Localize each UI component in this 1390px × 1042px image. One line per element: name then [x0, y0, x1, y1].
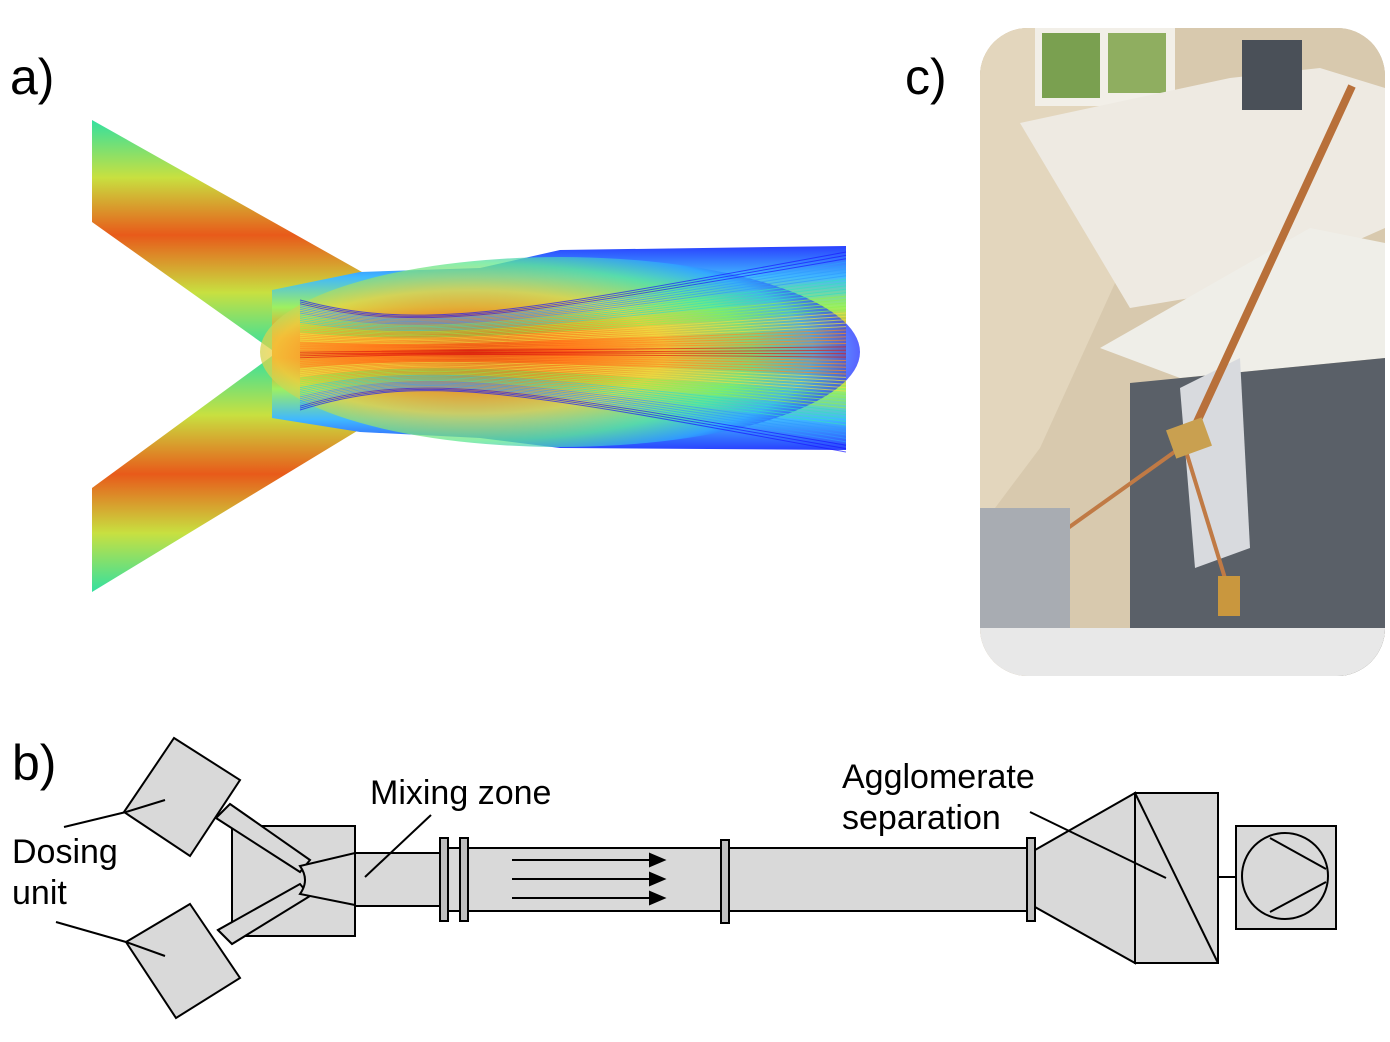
- streamline: [299, 258, 847, 319]
- panel-label-a: a): [10, 49, 55, 105]
- streamline: [299, 365, 847, 389]
- pump-symbol: [1241, 832, 1329, 920]
- panel-label-b: b): [12, 735, 57, 791]
- flow-arrows: [512, 852, 667, 906]
- label-dosing-line1: Dosing: [12, 833, 118, 871]
- streamline: [299, 358, 847, 368]
- streamline: [299, 385, 847, 439]
- streamline: [299, 370, 847, 402]
- streamline: [299, 346, 847, 353]
- leader-dosing-top: [63, 811, 127, 828]
- streamline: [299, 359, 847, 372]
- streamline: [299, 275, 847, 325]
- flow-arrow-head: [649, 890, 667, 906]
- streamline: [299, 373, 847, 409]
- streamline: [299, 356, 847, 365]
- streamline: [299, 295, 847, 333]
- streamline: [299, 326, 847, 344]
- streamline: [299, 332, 847, 347]
- streamline: [299, 377, 847, 419]
- flow-arrow-head: [649, 871, 667, 887]
- streamline: [299, 383, 847, 436]
- mixing-block: [1166, 417, 1212, 459]
- label-agglomerate-separation: Agglomerate separation: [842, 757, 1035, 839]
- streamline: [299, 364, 847, 385]
- streamline: [299, 254, 847, 317]
- streamline-group: [299, 251, 847, 453]
- streamline: [299, 374, 847, 412]
- streamline: [299, 288, 847, 330]
- label-dosing-line2: unit: [12, 873, 67, 912]
- panel-label-c: c): [905, 49, 947, 105]
- streamline: [299, 369, 847, 399]
- flange: [720, 839, 730, 924]
- streamline: [299, 361, 847, 378]
- streamline: [299, 336, 847, 348]
- leader-agglomerate: [1029, 811, 1167, 879]
- streamline: [299, 381, 847, 429]
- streamline: [299, 352, 847, 357]
- streamline: [299, 388, 847, 450]
- streamline: [299, 285, 847, 329]
- label-agglomerate-line2: separation: [842, 798, 1001, 837]
- streamline: [299, 329, 847, 346]
- streamline: [299, 278, 847, 326]
- streamline: [299, 372, 847, 406]
- streamline: [299, 386, 847, 443]
- fume-extractor: [1242, 40, 1302, 110]
- streamline: [299, 387, 847, 446]
- flange: [1026, 837, 1036, 922]
- streamline: [299, 268, 847, 323]
- streamline: [299, 302, 847, 335]
- flange: [459, 837, 469, 922]
- streamline: [299, 367, 847, 392]
- dosing-unit-top: [122, 736, 242, 858]
- streamline: [299, 312, 847, 339]
- copper-pipe: [1181, 84, 1356, 450]
- label-mixing-zone: Mixing zone: [370, 774, 552, 812]
- streamline: [299, 355, 847, 361]
- streamline: [299, 261, 847, 320]
- streamline: [299, 363, 847, 382]
- flow-arrow-head: [649, 852, 667, 868]
- mixing-zone-tube: [354, 852, 446, 907]
- streamline: [299, 282, 847, 328]
- label-dosing-unit: Dosing unit: [12, 832, 118, 914]
- streamline: [299, 309, 847, 338]
- streamline: [299, 292, 847, 332]
- flange: [439, 837, 449, 922]
- bench-top: [1100, 228, 1385, 378]
- streamline: [299, 378, 847, 422]
- streamline: [299, 390, 847, 453]
- label-agglomerate-line1: Agglomerate: [842, 758, 1035, 796]
- streamline: [299, 379, 847, 426]
- streamline: [299, 319, 847, 342]
- dosing-unit-bottom: [124, 902, 242, 1020]
- leader-mixing: [364, 814, 432, 878]
- streamline: [299, 265, 847, 321]
- streamline: [299, 360, 847, 375]
- streamline: [299, 376, 847, 416]
- leader-dosing-bottom: [55, 921, 127, 943]
- streamline: [299, 354, 847, 359]
- streamline: [299, 322, 847, 343]
- streamline: [299, 368, 847, 395]
- streamline: [299, 271, 847, 324]
- streamline: [299, 298, 847, 334]
- streamline: [299, 315, 847, 341]
- separator-cone: [1034, 791, 1136, 965]
- experimental-setup-photo: [980, 28, 1385, 676]
- streamline: [299, 251, 847, 316]
- cfd-streamline-plot: [92, 120, 860, 592]
- streamline: [299, 382, 847, 433]
- streamline: [299, 305, 847, 337]
- streamline: [299, 339, 847, 350]
